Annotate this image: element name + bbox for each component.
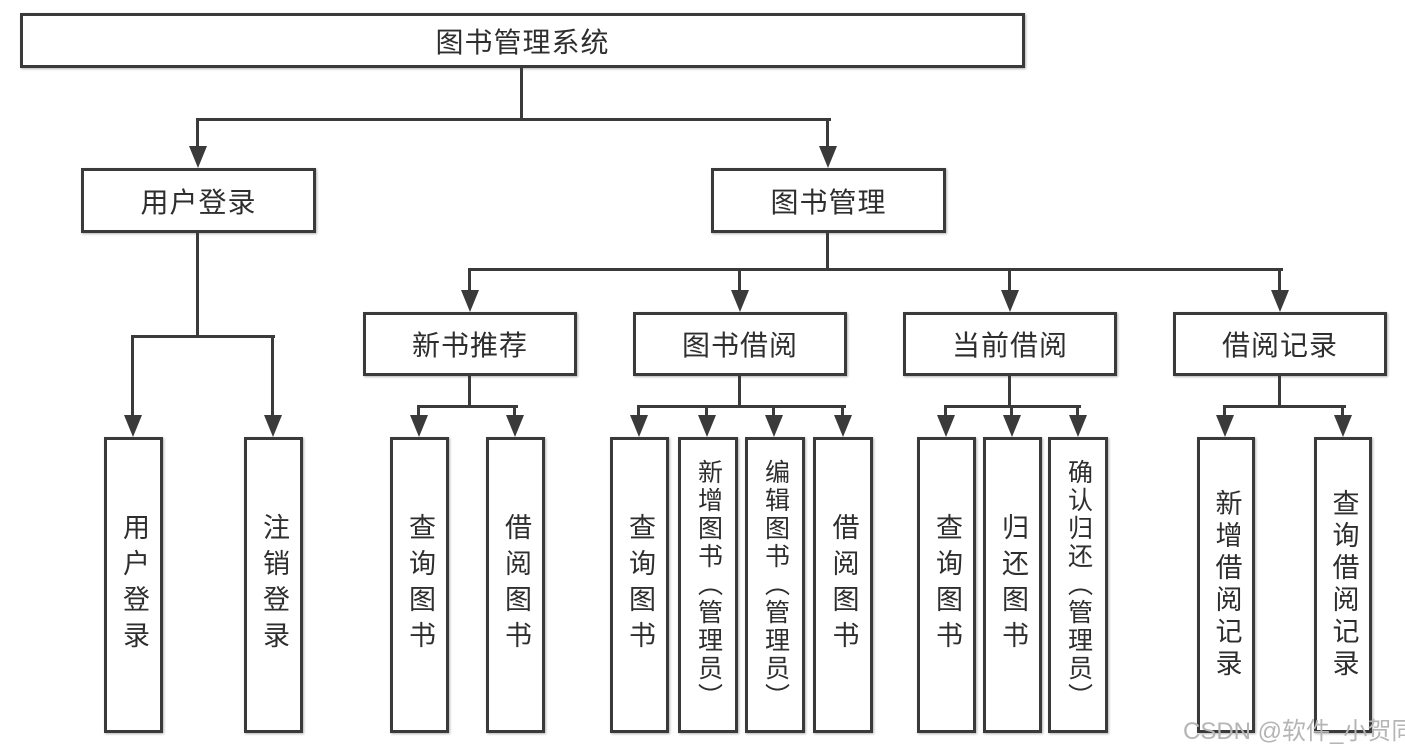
arrow-down-icon <box>731 290 749 312</box>
connector-line <box>131 335 275 338</box>
arrow-down-icon <box>1001 290 1019 312</box>
arrow-down-icon <box>937 415 955 437</box>
connector-line <box>417 405 420 417</box>
arrow-down-icon <box>1216 415 1234 437</box>
connector-line <box>826 118 829 146</box>
leaf-borrow-book-label: 借阅图书 <box>828 513 859 657</box>
leaf-borrow-book: 借阅图书 <box>813 437 873 733</box>
arrow-down-icon <box>189 146 207 168</box>
connector-line <box>131 335 134 415</box>
leaf-user-login-label: 用户登录 <box>119 513 149 657</box>
leaf-edit-book-admin-label: 编辑图书（管理员） <box>761 459 790 711</box>
connector-line <box>1223 405 1226 417</box>
arrow-down-icon <box>834 415 852 437</box>
node-user-login: 用户登录 <box>81 168 316 233</box>
leaf-add-book-admin: 新增图书（管理员） <box>678 437 738 733</box>
arrow-down-icon <box>410 415 428 437</box>
connector-line <box>738 268 741 290</box>
connector-line <box>417 405 518 408</box>
connector-line <box>468 268 471 290</box>
arrow-down-icon <box>698 415 716 437</box>
leaf-logout: 注销登录 <box>244 437 303 733</box>
csdn-watermark: CSDN @软件_小贺同学 <box>1183 718 1405 745</box>
connector-line <box>196 233 199 338</box>
arrow-down-icon <box>506 415 524 437</box>
connector-line <box>1008 268 1011 290</box>
leaf-query-book: 查询图书 <box>917 437 976 733</box>
connector-line <box>841 405 844 417</box>
node-book-management-label: 图书管理 <box>770 186 887 218</box>
node-borrow-records: 借阅记录 <box>1173 312 1387 376</box>
arrow-down-icon <box>1069 415 1087 437</box>
connector-line <box>944 405 947 417</box>
leaf-borrow-book-label: 借阅图书 <box>501 513 531 657</box>
node-root: 图书管理系统 <box>20 13 1025 68</box>
node-root-label: 图书管理系统 <box>435 26 610 58</box>
connector-line <box>1008 376 1011 408</box>
arrow-down-icon <box>1003 415 1021 437</box>
arrow-down-icon <box>124 415 142 437</box>
leaf-confirm-return-admin-label: 确认归还（管理员） <box>1064 459 1093 711</box>
connector-line <box>738 376 741 408</box>
connector-line <box>1223 405 1346 408</box>
leaf-confirm-return-admin: 确认归还（管理员） <box>1048 437 1108 733</box>
connector-line <box>637 405 640 417</box>
arrow-down-icon <box>264 415 282 437</box>
node-book-borrow-label: 图书借阅 <box>681 330 798 361</box>
connector-line <box>826 233 829 271</box>
connector-line <box>1010 405 1013 417</box>
node-book-management: 图书管理 <box>711 168 946 233</box>
leaf-query-borrow-record-label: 查询借阅记录 <box>1328 489 1359 681</box>
leaf-edit-book-admin: 编辑图书（管理员） <box>745 437 805 733</box>
leaf-return-book: 归还图书 <box>983 437 1042 733</box>
connector-line <box>468 376 471 408</box>
leaf-borrow-book: 借阅图书 <box>486 437 545 733</box>
node-new-book-recommend: 新书推荐 <box>363 312 577 376</box>
node-book-borrow: 图书借阅 <box>633 312 847 376</box>
connector-line <box>705 405 708 417</box>
connector-line <box>772 405 775 417</box>
leaf-add-borrow-record: 新增借阅记录 <box>1197 437 1255 733</box>
connector-line <box>468 268 1283 271</box>
arrow-down-icon <box>819 146 837 168</box>
connector-line <box>520 66 523 121</box>
leaf-query-book: 查询图书 <box>390 437 449 733</box>
leaf-query-borrow-record: 查询借阅记录 <box>1314 437 1372 733</box>
leaf-logout-label: 注销登录 <box>259 513 289 657</box>
node-user-login-label: 用户登录 <box>140 186 257 218</box>
leaf-query-book-label: 查询图书 <box>932 513 962 657</box>
arrow-down-icon <box>630 415 648 437</box>
connector-line <box>513 405 516 417</box>
node-current-borrow-label: 当前借阅 <box>951 330 1068 361</box>
leaf-return-book-label: 归还图书 <box>998 513 1028 657</box>
arrow-down-icon <box>1334 415 1352 437</box>
connector-line <box>271 335 274 415</box>
node-current-borrow: 当前借阅 <box>903 312 1117 376</box>
arrow-down-icon <box>765 415 783 437</box>
connector-line <box>1341 405 1344 417</box>
leaf-query-book: 查询图书 <box>610 437 669 733</box>
connector-line <box>637 405 846 408</box>
arrow-down-icon <box>461 290 479 312</box>
leaf-query-book-label: 查询图书 <box>625 513 655 657</box>
connector-line <box>1076 405 1079 417</box>
arrow-down-icon <box>1271 290 1289 312</box>
node-borrow-records-label: 借阅记录 <box>1221 330 1338 361</box>
node-new-book-recommend-label: 新书推荐 <box>411 330 528 361</box>
connector-line <box>196 118 199 146</box>
leaf-query-book-label: 查询图书 <box>405 513 435 657</box>
connector-line <box>196 118 831 121</box>
leaf-user-login: 用户登录 <box>104 437 163 733</box>
connector-line <box>1278 268 1281 290</box>
connector-line <box>1278 376 1281 408</box>
leaf-add-book-admin-label: 新增图书（管理员） <box>694 459 723 711</box>
leaf-add-borrow-record-label: 新增借阅记录 <box>1211 489 1242 681</box>
